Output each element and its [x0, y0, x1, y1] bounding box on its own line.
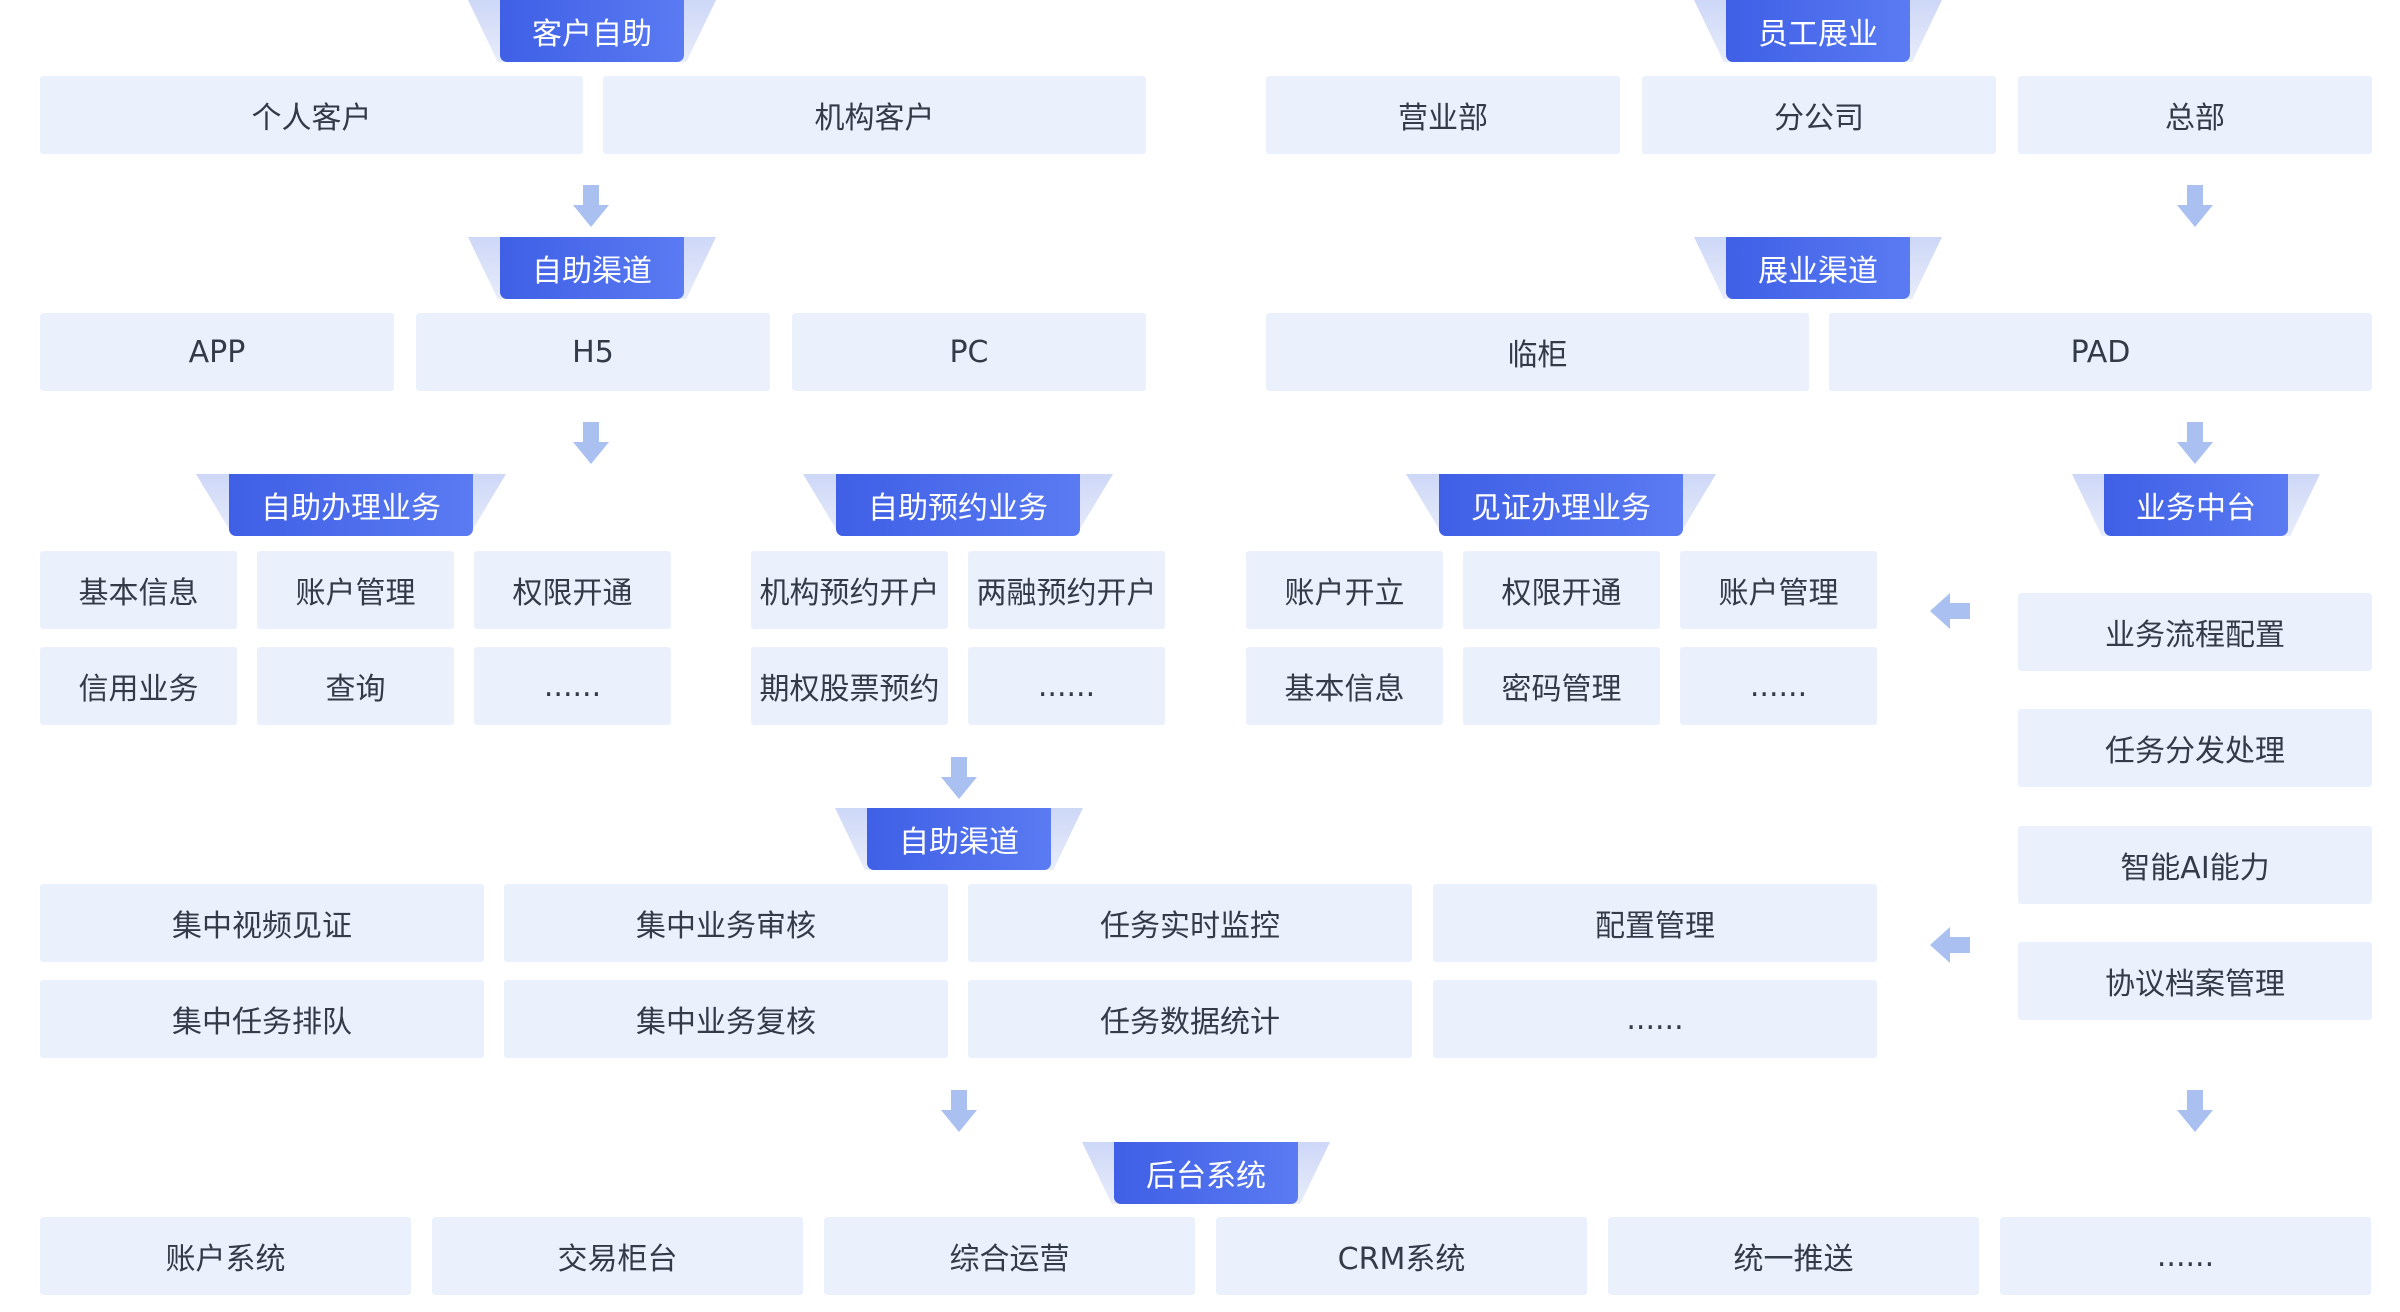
self-handling-item: ...... — [474, 647, 671, 725]
business-channel-counter-box: 临柜 — [1266, 313, 1809, 391]
self-booking-item: 期权股票预约 — [751, 647, 948, 725]
arrow-down-icon — [941, 757, 977, 799]
header-self-service-channel-2: 自助渠道 — [835, 808, 1083, 870]
header-label: 员工展业 — [1726, 0, 1910, 62]
arrow-down-icon — [941, 1090, 977, 1132]
backend-item: 账户系统 — [40, 1217, 411, 1295]
header-self-service-booking: 自助预约业务 — [803, 474, 1113, 536]
header-label: 自助办理业务 — [229, 474, 473, 536]
backend-item: ...... — [2000, 1217, 2371, 1295]
header-label: 后台系统 — [1114, 1142, 1298, 1204]
middle-platform-item: 协议档案管理 — [2018, 942, 2372, 1020]
self-handling-item: 权限开通 — [474, 551, 671, 629]
central-item: 任务数据统计 — [968, 980, 1412, 1058]
central-item: ...... — [1433, 980, 1877, 1058]
witness-item: 密码管理 — [1463, 647, 1660, 725]
middle-platform-item: 智能AI能力 — [2018, 826, 2372, 904]
central-item: 配置管理 — [1433, 884, 1877, 962]
header-witness-handling: 见证办理业务 — [1406, 474, 1716, 536]
header-self-service-channel: 自助渠道 — [468, 237, 716, 299]
staff-unit-sales-dept-box: 营业部 — [1266, 76, 1620, 154]
arrow-down-icon — [573, 422, 609, 464]
header-label: 自助渠道 — [500, 237, 684, 299]
customer-personal-box: 个人客户 — [40, 76, 583, 154]
self-booking-item: ...... — [968, 647, 1165, 725]
witness-item: 权限开通 — [1463, 551, 1660, 629]
self-channel-h5-box: H5 — [416, 313, 770, 391]
header-self-service-handling: 自助办理业务 — [196, 474, 506, 536]
header-business-middle-platform: 业务中台 — [2072, 474, 2320, 536]
witness-item: 账户开立 — [1246, 551, 1443, 629]
witness-item: 基本信息 — [1246, 647, 1443, 725]
central-item: 集中业务复核 — [504, 980, 948, 1058]
header-label: 业务中台 — [2104, 474, 2288, 536]
header-label: 见证办理业务 — [1439, 474, 1683, 536]
self-channel-app-box: APP — [40, 313, 394, 391]
central-item: 集中视频见证 — [40, 884, 484, 962]
header-backend-systems: 后台系统 — [1082, 1142, 1330, 1204]
self-handling-item: 信用业务 — [40, 647, 237, 725]
staff-unit-hq-box: 总部 — [2018, 76, 2372, 154]
backend-item: 交易柜台 — [432, 1217, 803, 1295]
arrow-down-icon — [573, 185, 609, 227]
header-staff-business: 员工展业 — [1694, 0, 1942, 62]
self-booking-item: 机构预约开户 — [751, 551, 948, 629]
backend-item: 综合运营 — [824, 1217, 1195, 1295]
header-business-channel: 展业渠道 — [1694, 237, 1942, 299]
customer-institution-box: 机构客户 — [603, 76, 1146, 154]
arrow-left-icon — [1930, 927, 1970, 963]
arrow-down-icon — [2177, 422, 2213, 464]
arrow-left-icon — [1930, 593, 1970, 629]
witness-item: 账户管理 — [1680, 551, 1877, 629]
header-label: 展业渠道 — [1726, 237, 1910, 299]
arrow-down-icon — [2177, 185, 2213, 227]
backend-item: CRM系统 — [1216, 1217, 1587, 1295]
backend-item: 统一推送 — [1608, 1217, 1979, 1295]
self-booking-item: 两融预约开户 — [968, 551, 1165, 629]
central-item: 任务实时监控 — [968, 884, 1412, 962]
self-channel-pc-box: PC — [792, 313, 1146, 391]
central-item: 集中业务审核 — [504, 884, 948, 962]
central-item: 集中任务排队 — [40, 980, 484, 1058]
header-label: 自助渠道 — [867, 808, 1051, 870]
self-handling-item: 查询 — [257, 647, 454, 725]
middle-platform-item: 任务分发处理 — [2018, 709, 2372, 787]
middle-platform-item: 业务流程配置 — [2018, 593, 2372, 671]
arrow-down-icon — [2177, 1090, 2213, 1132]
header-label: 自助预约业务 — [836, 474, 1080, 536]
header-label: 客户自助 — [500, 0, 684, 62]
self-handling-item: 账户管理 — [257, 551, 454, 629]
business-channel-pad-box: PAD — [1829, 313, 2372, 391]
staff-unit-branch-box: 分公司 — [1642, 76, 1996, 154]
witness-item: ...... — [1680, 647, 1877, 725]
self-handling-item: 基本信息 — [40, 551, 237, 629]
header-customer-self-service: 客户自助 — [468, 0, 716, 62]
